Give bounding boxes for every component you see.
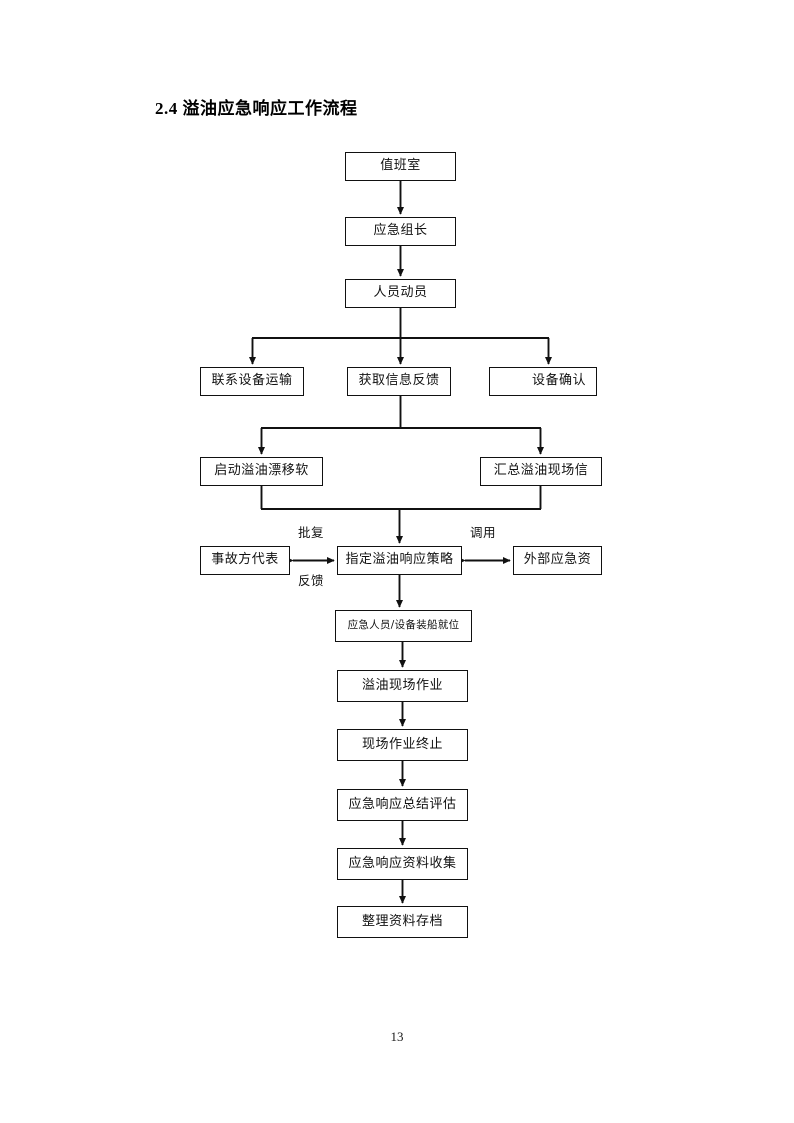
flow-node-response-summary-evaluation[interactable]: 应急响应总结评估 bbox=[337, 789, 468, 821]
flow-node-obtain-information-feedback[interactable]: 获取信息反馈 bbox=[347, 367, 451, 396]
flow-node-collect-site-information[interactable]: 汇总溢油现场信 bbox=[480, 457, 602, 486]
flow-node-external-emergency-resources[interactable]: 外部应急资 bbox=[513, 546, 602, 575]
flow-node-label: 事故方代表 bbox=[211, 552, 279, 568]
page-title: 2.4 溢油应急响应工作流程 bbox=[155, 99, 358, 118]
flow-node-label: 汇总溢油现场信 bbox=[493, 463, 589, 479]
flow-node-label: 人员动员 bbox=[373, 285, 428, 301]
flow-node-label: 应急响应资料收集 bbox=[348, 855, 457, 871]
flow-node-archive-documents[interactable]: 整理资料存档 bbox=[337, 906, 468, 938]
flow-node-label: 获取信息反馈 bbox=[358, 373, 440, 389]
flow-node-emergency-leader[interactable]: 应急组长 bbox=[345, 217, 456, 246]
edge-label-approval: 批复 bbox=[298, 525, 325, 540]
flow-node-label: 现场作业终止 bbox=[361, 736, 443, 752]
flow-node-response-data-collection[interactable]: 应急响应资料收集 bbox=[337, 848, 468, 880]
flowchart-connectors bbox=[248, 181, 553, 904]
page-number: 13 bbox=[390, 1029, 404, 1044]
flow-node-label: 值班室 bbox=[380, 158, 421, 174]
flow-node-label: 联系设备运输 bbox=[211, 373, 293, 389]
flow-node-accident-party-representative[interactable]: 事故方代表 bbox=[200, 546, 290, 575]
flow-node-onsite-operation-termination[interactable]: 现场作业终止 bbox=[337, 729, 468, 761]
flow-node-label: 溢油现场作业 bbox=[361, 677, 443, 693]
flow-node-label: 外部应急资 bbox=[523, 552, 592, 568]
flow-node-equipment-confirmation[interactable]: 设备确认 bbox=[489, 367, 597, 396]
flow-node-onsite-spill-operation[interactable]: 溢油现场作业 bbox=[337, 670, 468, 702]
flow-node-label: 设备确认 bbox=[531, 373, 586, 389]
flow-node-personnel-equipment-boarding[interactable]: 应急人员/设备装船就位 bbox=[335, 610, 472, 642]
flow-node-start-oil-drift-software[interactable]: 启动溢油漂移软 bbox=[200, 457, 323, 486]
flow-node-duty-room[interactable]: 值班室 bbox=[345, 152, 456, 181]
flow-node-label: 应急组长 bbox=[373, 223, 428, 239]
edge-label-dispatch: 调用 bbox=[470, 525, 497, 540]
flow-node-label: 指定溢油响应策略 bbox=[345, 552, 454, 568]
flow-node-personnel-mobilization[interactable]: 人员动员 bbox=[345, 279, 456, 308]
flow-node-label: 整理资料存档 bbox=[361, 913, 443, 929]
edge-label-feedback: 反馈 bbox=[298, 573, 325, 588]
flow-node-label: 启动溢油漂移软 bbox=[214, 463, 309, 479]
flow-node-label: 应急响应总结评估 bbox=[348, 796, 457, 812]
flow-node-contact-equipment-transport[interactable]: 联系设备运输 bbox=[200, 367, 304, 396]
flow-node-designate-response-strategy[interactable]: 指定溢油响应策略 bbox=[337, 546, 462, 575]
flow-node-label: 应急人员/设备装船就位 bbox=[347, 619, 460, 632]
